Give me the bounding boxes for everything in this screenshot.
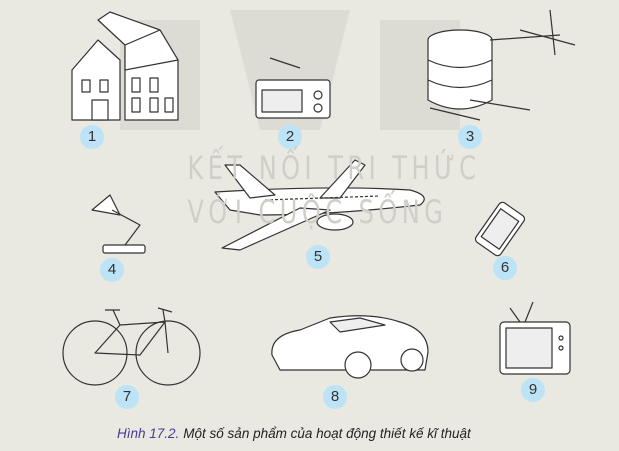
airplane-icon xyxy=(214,159,425,251)
item-number-badge: 5 xyxy=(306,245,330,269)
bicycle-icon xyxy=(62,307,201,386)
watermark-text-line2: VỚI CUỘC SỐNG xyxy=(187,193,448,231)
item-number-badge: 4 xyxy=(100,258,124,282)
figure-caption-text: Một số sản phẩm của hoạt động thiết kế k… xyxy=(183,426,471,441)
smartphone-icon xyxy=(474,201,526,257)
item-number-badge: 8 xyxy=(323,385,347,409)
item-number-badge: 7 xyxy=(115,385,139,409)
item-number-badge: 2 xyxy=(278,125,302,149)
figure-caption: Hình 17.2. Một số sản phẩm của hoạt động… xyxy=(117,425,471,443)
watermark-text-line1: KẾT NỐI TRI THỨC xyxy=(187,149,481,187)
item-number-badge: 1 xyxy=(80,125,104,149)
television-icon xyxy=(499,301,571,375)
item-number-badge: 6 xyxy=(493,256,517,280)
figure-label: Hình 17.2. xyxy=(117,426,180,441)
woven-structure-icon xyxy=(427,9,576,121)
desk-lamp-icon xyxy=(91,194,146,254)
house-icon xyxy=(71,11,179,121)
radio-icon xyxy=(255,57,331,119)
item-number-badge: 3 xyxy=(458,125,482,149)
item-number-badge: 9 xyxy=(521,378,545,402)
car-icon xyxy=(271,315,429,379)
